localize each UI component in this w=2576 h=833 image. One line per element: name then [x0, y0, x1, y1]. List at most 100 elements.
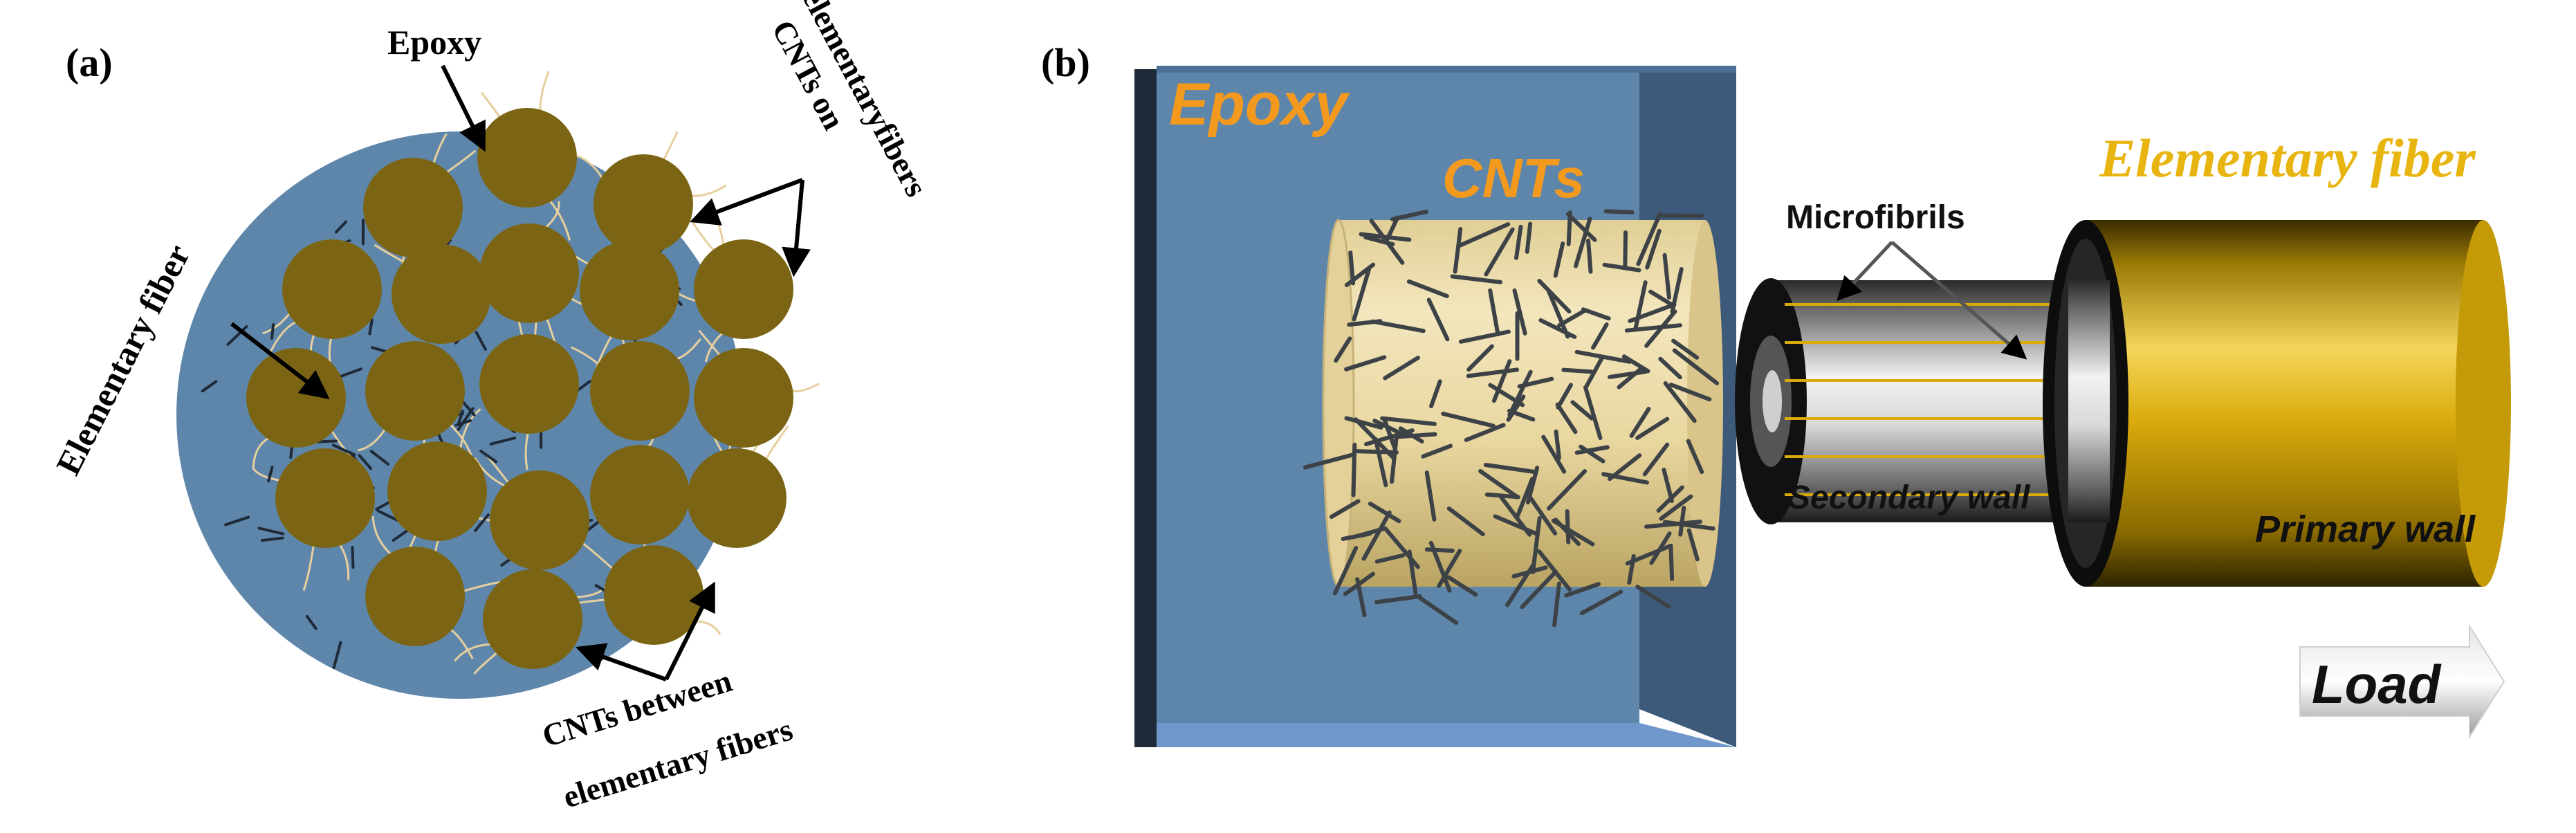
cnt-strand — [1478, 469, 1520, 500]
elementary-fiber — [590, 341, 690, 441]
cnt-strand — [1574, 217, 1592, 268]
cnt-strand — [1370, 319, 1426, 333]
microfibrils-arrow-2 — [1890, 241, 2027, 360]
cnt-strand — [1373, 437, 1388, 488]
cnt-on-fiber — [698, 329, 721, 356]
shaft-end-core — [1763, 370, 1782, 432]
cnt-strand — [1553, 241, 1565, 278]
elementary-fiber-label-b: Elementary fiber — [2099, 128, 2476, 188]
cnt-strand — [1668, 383, 1712, 402]
cnts-on-arrow-2 — [782, 179, 811, 277]
cnt-strand — [1579, 444, 1606, 464]
cnt-strand — [1552, 581, 1561, 628]
cnt-on-fiber — [539, 71, 550, 111]
elementary-fiber — [282, 239, 382, 339]
cnt-on-fiber — [252, 467, 281, 482]
cnt-strand — [1488, 383, 1525, 408]
elementary-fiber — [365, 341, 465, 441]
cnt-strand — [1672, 348, 1720, 385]
cnt-strand — [1458, 329, 1511, 344]
cnt-strand — [1645, 228, 1662, 270]
cnt-on-fiber — [357, 428, 387, 452]
cnt-strand — [1446, 506, 1485, 537]
cnt-between-fibers — [457, 407, 475, 431]
epoxy-box-left-edge — [1134, 69, 1157, 747]
cnt-strand — [1347, 319, 1383, 327]
elementary-fiber — [246, 348, 346, 448]
cnt-on-fiber — [549, 199, 571, 241]
gold-fiber-right-end — [2456, 220, 2511, 587]
cnt-strand — [1334, 336, 1352, 363]
cnt-strand — [1453, 227, 1463, 274]
cnt-strand — [1633, 280, 1648, 331]
cnt-between-fibers — [474, 513, 490, 532]
cnt-strand — [1603, 209, 1635, 214]
cnt-strand — [1348, 250, 1356, 286]
cnt-strand — [1429, 379, 1442, 409]
microfibrils-label: Microfibrils — [1786, 199, 1965, 236]
cnt-strand — [1644, 309, 1677, 348]
cnt-between-fibers — [351, 545, 355, 569]
cnt-strand — [1624, 323, 1682, 333]
cnt-between-fibers — [376, 509, 399, 522]
cnt-strand — [1662, 253, 1671, 300]
cnt-strand — [1516, 477, 1535, 518]
cnt-strand — [1556, 383, 1573, 410]
cnt-strand — [1525, 491, 1558, 536]
elementary-fiber — [275, 448, 375, 548]
cnt-on-fiber — [577, 154, 604, 179]
cnt-strand — [1648, 289, 1675, 307]
cnt-between-fibers — [369, 450, 389, 466]
cnt-strand — [1635, 585, 1671, 609]
gold-fiber-body — [2086, 220, 2483, 587]
cnt-strand — [1359, 232, 1412, 242]
elementary-fiber — [387, 441, 487, 541]
cnt-strand — [1344, 355, 1387, 372]
epoxy-label-b: Epoxy — [1169, 71, 1350, 138]
load-label: Load — [2312, 654, 2442, 715]
cnt-strand — [1488, 288, 1500, 337]
elementary-fiber — [365, 547, 465, 646]
cnt-on-fiber — [302, 544, 315, 592]
cnt-between-fibers — [267, 466, 274, 483]
cnt-strand — [1424, 470, 1437, 522]
epoxy-label-a: Epoxy — [387, 23, 481, 62]
cnt-on-fiber — [371, 516, 392, 556]
cnt-on-fiber — [791, 382, 820, 393]
cnt-on-fiber — [544, 201, 560, 229]
cnt-strand — [1464, 423, 1506, 442]
cnt-on-fiber — [474, 457, 506, 487]
cnt-strand — [1385, 215, 1400, 242]
cnt-strand — [1623, 230, 1628, 268]
cnt-strand — [1642, 442, 1670, 477]
elementary-fiber — [363, 158, 463, 257]
elementary-fiber — [694, 348, 793, 448]
cnt-cylinder-left-end — [1322, 219, 1355, 588]
cnt-strand — [1554, 429, 1561, 460]
cnt-between-fibers — [305, 614, 318, 630]
cnt-on-fiber — [690, 184, 727, 197]
cnt-strand — [1541, 434, 1567, 474]
cnts-between-arrow-1 — [664, 581, 715, 681]
cnt-strand — [1352, 265, 1372, 322]
cnt-strand — [1344, 416, 1383, 430]
cnt-on-fiber — [524, 432, 529, 470]
cnt-strand — [1368, 502, 1401, 524]
cnt-strand — [1363, 235, 1395, 247]
cnt-strand — [1561, 367, 1594, 374]
cnt-between-fibers — [338, 367, 362, 378]
cnt-strand — [1662, 520, 1715, 531]
cnt-between-fibers — [375, 500, 392, 511]
cnt-strand — [1668, 544, 1675, 581]
cnt-strand — [1361, 510, 1392, 561]
cnt-between-fibers — [201, 380, 218, 393]
cnt-strand — [1686, 528, 1700, 562]
load-arrow-shape — [2299, 623, 2505, 740]
cnt-strand — [1662, 468, 1674, 504]
microfibrils-arrow-1 — [1837, 241, 1893, 302]
elementary-fiber — [590, 445, 690, 544]
cnt-strand — [1353, 417, 1396, 461]
cnt-strand — [1635, 416, 1670, 440]
cnt-strand — [1574, 445, 1610, 455]
